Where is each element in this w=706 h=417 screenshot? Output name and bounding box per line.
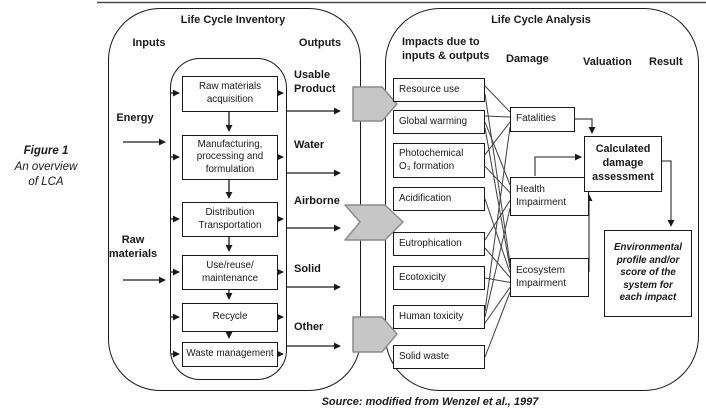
impact-box-2: Photochemical O₃ formation <box>393 143 485 178</box>
damage-box-1: Health Impairment <box>510 177 589 216</box>
figure-title: An overview of LCA <box>14 160 78 189</box>
output-label-solid: Solid <box>294 263 321 275</box>
process-box-use-reuse: Use/reuse/ maintenance <box>182 255 278 290</box>
life-cycle-inventory-panel <box>108 8 361 391</box>
valuation-column-header: Valuation <box>583 56 632 68</box>
output-label-airborne: Airborne <box>294 195 340 207</box>
outputs-header: Outputs <box>298 37 342 49</box>
impact-box-6: Human toxicity <box>393 305 485 329</box>
result-column-header: Result <box>649 56 683 68</box>
process-box-manufacturing: Manufacturing, processing and formulatio… <box>182 135 278 180</box>
impact-box-0: Resource use <box>393 78 485 102</box>
impact-box-5: Ecotoxicity <box>393 266 485 290</box>
process-box-recycle: Recycle <box>182 303 278 332</box>
impact-box-1: Global warming <box>393 110 485 134</box>
output-label-water: Water <box>294 139 325 151</box>
impact-box-7: Solid waste <box>393 345 485 369</box>
inventory-panel-title: Life Cycle Inventory <box>180 14 286 26</box>
source-note: Source: modified from Wenzel et al., 199… <box>321 396 539 408</box>
process-box-raw-materials: Raw materials acquisition <box>182 76 278 112</box>
analysis-panel-title: Life Cycle Analysis <box>491 14 591 26</box>
figure-caption: Figure 1 An overview of LCA <box>2 144 90 191</box>
inputs-header: Inputs <box>132 37 166 49</box>
process-box-waste-management: Waste management <box>182 342 278 367</box>
input-label-raw-materials: Raw materials <box>108 234 158 261</box>
input-label-energy: Energy <box>116 112 154 124</box>
process-stages-container <box>170 58 287 380</box>
environmental-profile-result-box: Environmental profile and/or score of th… <box>604 230 692 317</box>
impacts-column-header: Impacts due to inputs & outputs <box>402 36 490 63</box>
damage-box-0: Fatalities <box>510 107 575 132</box>
output-label-usable-product: Usable Product <box>294 69 336 96</box>
calculated-damage-assessment-box: Calculated damage assessment <box>584 136 662 192</box>
life-cycle-analysis-panel <box>385 8 699 391</box>
impact-box-4: Eutrophication <box>393 232 485 256</box>
damage-box-2: Ecosystem Impairment <box>510 258 589 297</box>
output-label-other: Other <box>294 321 324 333</box>
process-box-distribution: Distribution Transportation <box>182 202 278 237</box>
impact-box-3: Acidification <box>393 187 485 211</box>
figure-number: Figure 1 <box>23 145 69 157</box>
damage-column-header: Damage <box>506 53 549 65</box>
